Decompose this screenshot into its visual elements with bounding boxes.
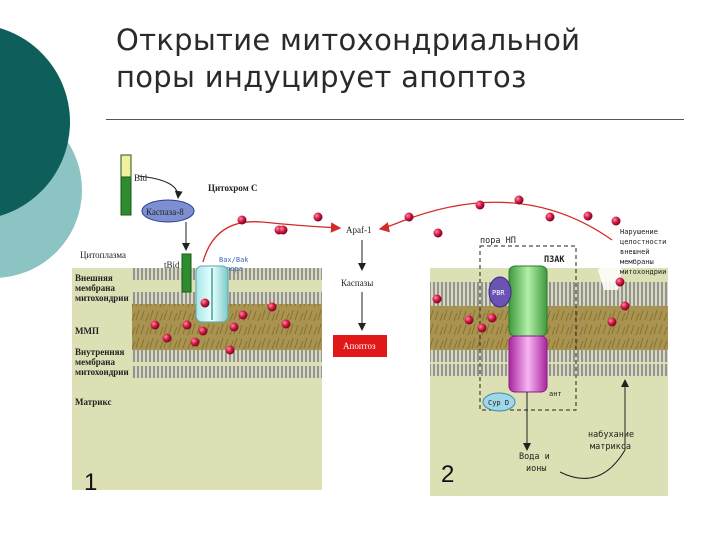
swelling-arrow xyxy=(559,379,629,479)
bid-to-caspase-arrow xyxy=(137,175,183,199)
panel-1-number: 1 xyxy=(84,469,97,496)
pzak-label: ПЗАК xyxy=(544,255,565,265)
inner-membrane-label-2: мембрана xyxy=(75,357,115,367)
cytochrome-c-molecule xyxy=(237,215,247,225)
pbr-label: PBR xyxy=(492,289,505,297)
cytochrome-c-molecule xyxy=(433,228,443,238)
cytochrome-release-arrow xyxy=(202,221,342,263)
damage-label-1: Нарушение xyxy=(620,228,658,236)
cytochrome-c-molecule xyxy=(150,320,160,330)
cypd-protein xyxy=(482,392,516,412)
damage-label-4: мембраны xyxy=(620,258,654,266)
bax-bak-label-2: пора xyxy=(226,265,243,273)
cytochrome-c-molecule xyxy=(190,337,200,347)
cytochrome-c-molecule xyxy=(198,326,208,336)
cytochrome-c-molecule xyxy=(487,313,497,323)
p2-inner-membrane-bottom xyxy=(430,364,668,376)
cytochrome-c-molecule xyxy=(464,315,474,325)
panel-2-number: 2 xyxy=(441,461,454,488)
damage-label-2: целостности xyxy=(620,238,666,246)
cypd-label: Cyp D xyxy=(488,399,509,407)
ims-label: ММП xyxy=(75,326,99,336)
damage-label-5: митохондрии xyxy=(620,268,666,276)
cytochrome-c-molecule xyxy=(182,320,192,330)
ant-label: ант xyxy=(549,390,562,398)
inner-membrane-label-1: Внутренняя xyxy=(75,347,124,357)
inner-membrane-bottom xyxy=(132,366,322,378)
ant-pore xyxy=(508,335,548,393)
p2-outer-membrane-top xyxy=(430,282,668,294)
bid-label: Bid xyxy=(134,173,148,183)
p2-outer-membrane-bottom xyxy=(430,294,668,306)
p2-intermembrane-space xyxy=(430,306,668,350)
panel-1: Bid Каспаза-8 tBid Цитохром С Цитоплазма… xyxy=(72,154,342,496)
cytochrome-c-molecule xyxy=(281,319,291,329)
cytochrome-c-molecule xyxy=(545,212,555,222)
inner-membrane-top xyxy=(132,350,322,362)
cytochrome-c-molecules xyxy=(150,195,630,355)
apoptosis-label: Апоптоз xyxy=(343,341,376,351)
cytochrome-c-molecule xyxy=(583,211,593,221)
caspase8-enzyme xyxy=(141,199,195,223)
bax-bak-label-1: Bax/Bak xyxy=(219,256,249,264)
cytochrome-c-molecule xyxy=(611,216,621,226)
pore-np-label: пора НП xyxy=(480,236,516,246)
cytochrome-c-molecule xyxy=(162,333,172,343)
cytochrome-c-molecule xyxy=(404,212,414,222)
matrix-label: Матрикс xyxy=(75,397,111,407)
cytochrome-c-molecule xyxy=(267,302,277,312)
outer-membrane-label-3: митохондрии xyxy=(75,293,129,303)
swelling-label-1: набухание xyxy=(588,429,634,440)
caspases-label: Каспазы xyxy=(341,278,373,288)
cytochrome-c-molecule xyxy=(313,212,323,222)
panel-2: пора НП ПЗАК PBR Cyp D ант Нарушение цел… xyxy=(430,228,668,496)
swelling-label-2: матрикса xyxy=(590,442,631,452)
p2-inner-membrane-top xyxy=(430,350,668,362)
cytochrome-c-molecule xyxy=(607,317,617,327)
tbid-label: tBid xyxy=(164,260,180,270)
center-pathway: Apaf-1 Каспазы Апоптоз xyxy=(333,201,613,357)
slide-title: Открытие митохондриальной поры индуцируе… xyxy=(116,22,696,96)
damage-label-3: внешней xyxy=(620,248,650,256)
caspase8-label: Каспаза-8 xyxy=(146,207,184,217)
cytochrome-c-molecule xyxy=(278,225,288,235)
cytochrome-c-molecule xyxy=(475,200,485,210)
slide-title-line2: поры индуцирует апоптоз xyxy=(116,60,527,94)
cytochrome-c-molecule xyxy=(229,322,239,332)
panel2-release-arrow xyxy=(378,201,613,241)
cytochrome-c-molecule xyxy=(514,195,524,205)
apaf1-label: Apaf-1 xyxy=(346,225,372,235)
cytochrome-c-molecule xyxy=(620,301,630,311)
vdac-pore xyxy=(508,265,548,337)
decor-circle-dark xyxy=(0,28,70,216)
cytochrome-c-molecule xyxy=(238,310,248,320)
title-divider xyxy=(106,119,684,120)
cytochrome-c-molecule xyxy=(200,298,210,308)
bid-cap xyxy=(120,154,132,178)
cytochrome-c-molecule xyxy=(432,294,442,304)
outer-membrane-label-2: мембрана xyxy=(75,283,115,293)
tbid-protein xyxy=(181,253,192,293)
inner-membrane-label-3: митохондрии xyxy=(75,367,129,377)
cytochrome-c-molecule xyxy=(477,323,487,333)
cytochrome-c-molecule xyxy=(225,345,235,355)
apoptosis-box xyxy=(333,335,387,357)
water-label-2: ионы xyxy=(526,464,546,474)
pbr-protein xyxy=(488,276,512,308)
cytoplasm-label: Цитоплазма xyxy=(80,250,126,260)
cytochrome-c-molecule xyxy=(615,277,625,287)
outer-membrane-label-1: Внешняя xyxy=(75,273,113,283)
slide-title-line1: Открытие митохондриальной xyxy=(116,23,581,57)
water-label-1: Вода и xyxy=(519,452,550,462)
cytochrome-c-label: Цитохром С xyxy=(208,183,257,193)
